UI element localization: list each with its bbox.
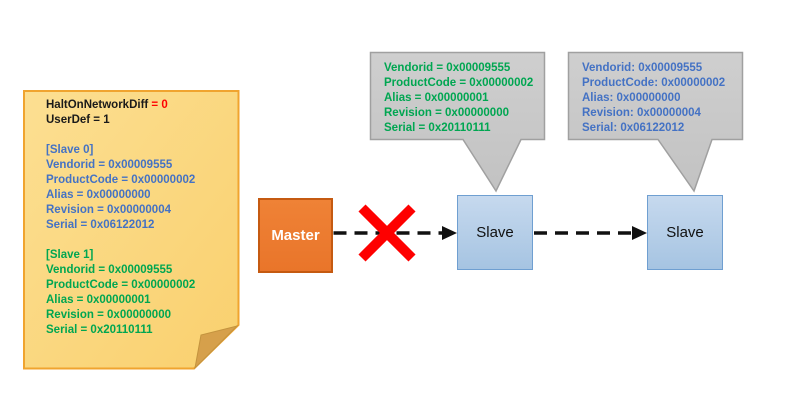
note-line: Revision = 0x00000004 xyxy=(46,203,232,218)
bubble-line: ProductCode = 0x00000002 xyxy=(384,77,534,89)
bubble-line: ProductCode: 0x00000002 xyxy=(582,77,726,89)
note-line-segment: = 0 xyxy=(151,99,168,111)
note-line: ProductCode = 0x00000002 xyxy=(46,278,232,293)
bubble-line: Alias: 0x00000000 xyxy=(582,92,681,104)
note-line: Serial = 0x20110111 xyxy=(46,323,232,338)
note-line-segment: UserDef = 1 xyxy=(46,114,110,126)
note-line: Alias = 0x00000001 xyxy=(46,293,232,308)
note-line-segment: Revision = 0x00000000 xyxy=(46,309,171,321)
note-shape xyxy=(23,90,240,370)
note-line-segment: [Slave 1] xyxy=(46,249,94,261)
note-line: ProductCode = 0x00000002 xyxy=(46,173,232,188)
note-line-segment: Serial = 0x06122012 xyxy=(46,219,155,231)
callout-slave1-bubble xyxy=(369,51,546,193)
note-line-segment: ProductCode = 0x00000002 xyxy=(46,279,196,291)
note-folded-corner xyxy=(194,325,239,370)
master-label: Master xyxy=(271,227,320,244)
note-line-segment: ProductCode = 0x00000002 xyxy=(46,174,196,186)
bubble-line: Revision: 0x00000004 xyxy=(582,107,701,119)
note-line: Vendorid = 0x00009555 xyxy=(46,158,232,173)
slave-node-1: Slave xyxy=(457,195,533,270)
bubble-line: Serial: 0x06122012 xyxy=(582,122,685,134)
bubble-line: Vendorid: 0x00009555 xyxy=(582,62,703,74)
note-line: Alias = 0x00000000 xyxy=(46,188,232,203)
note-line: [Slave 0] xyxy=(46,143,232,158)
slave2-label: Slave xyxy=(666,224,704,241)
bubble-line: Vendorid = 0x00009555 xyxy=(384,62,511,74)
note-line-segment: HaltOnNetworkDiff xyxy=(46,99,152,111)
slave-node-2: Slave xyxy=(647,195,723,270)
note-line-segment: Vendorid = 0x00009555 xyxy=(46,159,173,171)
note-line: UserDef = 1 xyxy=(46,113,232,128)
slave1-label: Slave xyxy=(476,224,514,241)
note-line-segment: Serial = 0x20110111 xyxy=(46,324,153,336)
note-line: Revision = 0x00000000 xyxy=(46,308,232,323)
arrowhead-slave1 xyxy=(442,226,457,240)
note-line: Vendorid = 0x00009555 xyxy=(46,263,232,278)
bubble-line: Serial = 0x20110111 xyxy=(384,122,491,134)
callout-slave2-bubble xyxy=(567,51,744,193)
note-line: [Slave 1] xyxy=(46,248,232,263)
note-line-segment: Revision = 0x00000004 xyxy=(46,204,171,216)
broken-link-x-icon xyxy=(358,204,416,262)
bubble-line: Alias = 0x00000001 xyxy=(384,92,489,104)
note-line-segment: Alias = 0x00000001 xyxy=(46,294,151,306)
note-line-segment: Vendorid = 0x00009555 xyxy=(46,264,173,276)
note-line-segment: Alias = 0x00000000 xyxy=(46,189,151,201)
arrowhead-slave2 xyxy=(632,226,647,240)
note-line: HaltOnNetworkDiff = 0 xyxy=(46,98,232,113)
note-line: Serial = 0x06122012 xyxy=(46,218,232,233)
note-line-segment: [Slave 0] xyxy=(46,144,94,156)
bubble-line: Revision = 0x00000000 xyxy=(384,107,509,119)
master-node: Master xyxy=(258,198,333,273)
